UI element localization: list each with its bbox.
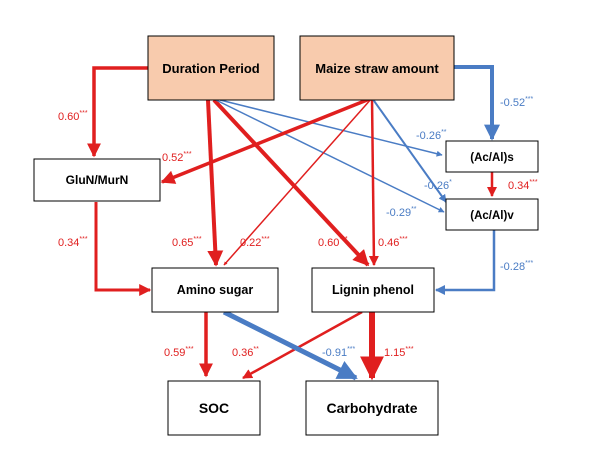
coef-amino-carb: -0.91*** (322, 346, 356, 359)
coef-duration-acal-s: -0.26** (416, 129, 447, 142)
edge-duration-lignin (212, 98, 370, 267)
edge-amino-carb (222, 309, 358, 381)
edge-duration-acal-v (215, 99, 445, 213)
node-duration: Duration Period (147, 35, 275, 101)
node-glun-label: GluN/MurN (66, 173, 129, 187)
coef-maize-lignin: 0.46*** (378, 236, 408, 249)
coef-amino-soc: 0.59*** (164, 346, 194, 359)
node-lignin-label: Lignin phenol (332, 283, 414, 297)
node-amino-label: Amino sugar (177, 283, 254, 297)
node-amino: Amino sugar (151, 267, 279, 313)
edge-maize-acal-s (454, 65, 500, 141)
node-lignin: Lignin phenol (311, 267, 435, 313)
node-duration-label: Duration Period (162, 61, 260, 76)
coef-glun-amino: 0.34*** (58, 236, 88, 249)
coef-maize-acal-s: -0.52*** (500, 96, 534, 109)
node-carb: Carbohydrate (305, 380, 439, 436)
edge-duration-amino (206, 99, 224, 267)
node-maize-label: Maize straw amount (315, 61, 439, 76)
node-acal-v: (Ac/Al)v (445, 198, 539, 231)
coef-duration-amino: 0.65*** (172, 236, 202, 249)
node-carb-label: Carbohydrate (326, 400, 417, 416)
edge-labels: 0.60*** 0.52*** 0.34*** 0.65*** 0.22*** … (58, 96, 538, 359)
coef-duration-acal-v: -0.26* (424, 179, 452, 192)
coef-maize-amino: 0.22*** (240, 236, 270, 249)
coef-duration-lignin: 0.60*** (318, 236, 348, 249)
edge-maize-lignin (368, 97, 379, 266)
edge-lignin-soc (242, 310, 363, 380)
node-soc-label: SOC (199, 400, 229, 416)
node-soc: SOC (167, 380, 261, 436)
edges (87, 65, 500, 381)
coef-lignin-carb: 1.15*** (384, 346, 414, 359)
coef-maize-acal-v: -0.29** (386, 206, 417, 219)
edge-acal-v-lignin (435, 230, 496, 295)
node-acal-s: (Ac/Al)s (445, 140, 539, 173)
node-glun: GluN/MurN (33, 158, 161, 202)
coef-acal-s-acal-v: 0.34*** (508, 179, 538, 192)
coef-lignin-soc: 0.36** (232, 346, 259, 359)
node-maize: Maize straw amount (299, 35, 455, 101)
edge-maize-glun (160, 96, 373, 184)
node-acal-s-label: (Ac/Al)s (470, 152, 513, 164)
edge-glun-amino (94, 202, 152, 296)
edge-duration-glun (87, 66, 148, 158)
coef-acal-v-lignin: -0.28*** (500, 260, 534, 273)
edge-maize-acal-v (371, 97, 447, 203)
edge-maize-amino (223, 97, 373, 266)
node-acal-v-label: (Ac/Al)v (470, 210, 514, 222)
coef-duration-glun: 0.60*** (58, 110, 88, 123)
coef-maize-glun: 0.52*** (162, 151, 192, 164)
